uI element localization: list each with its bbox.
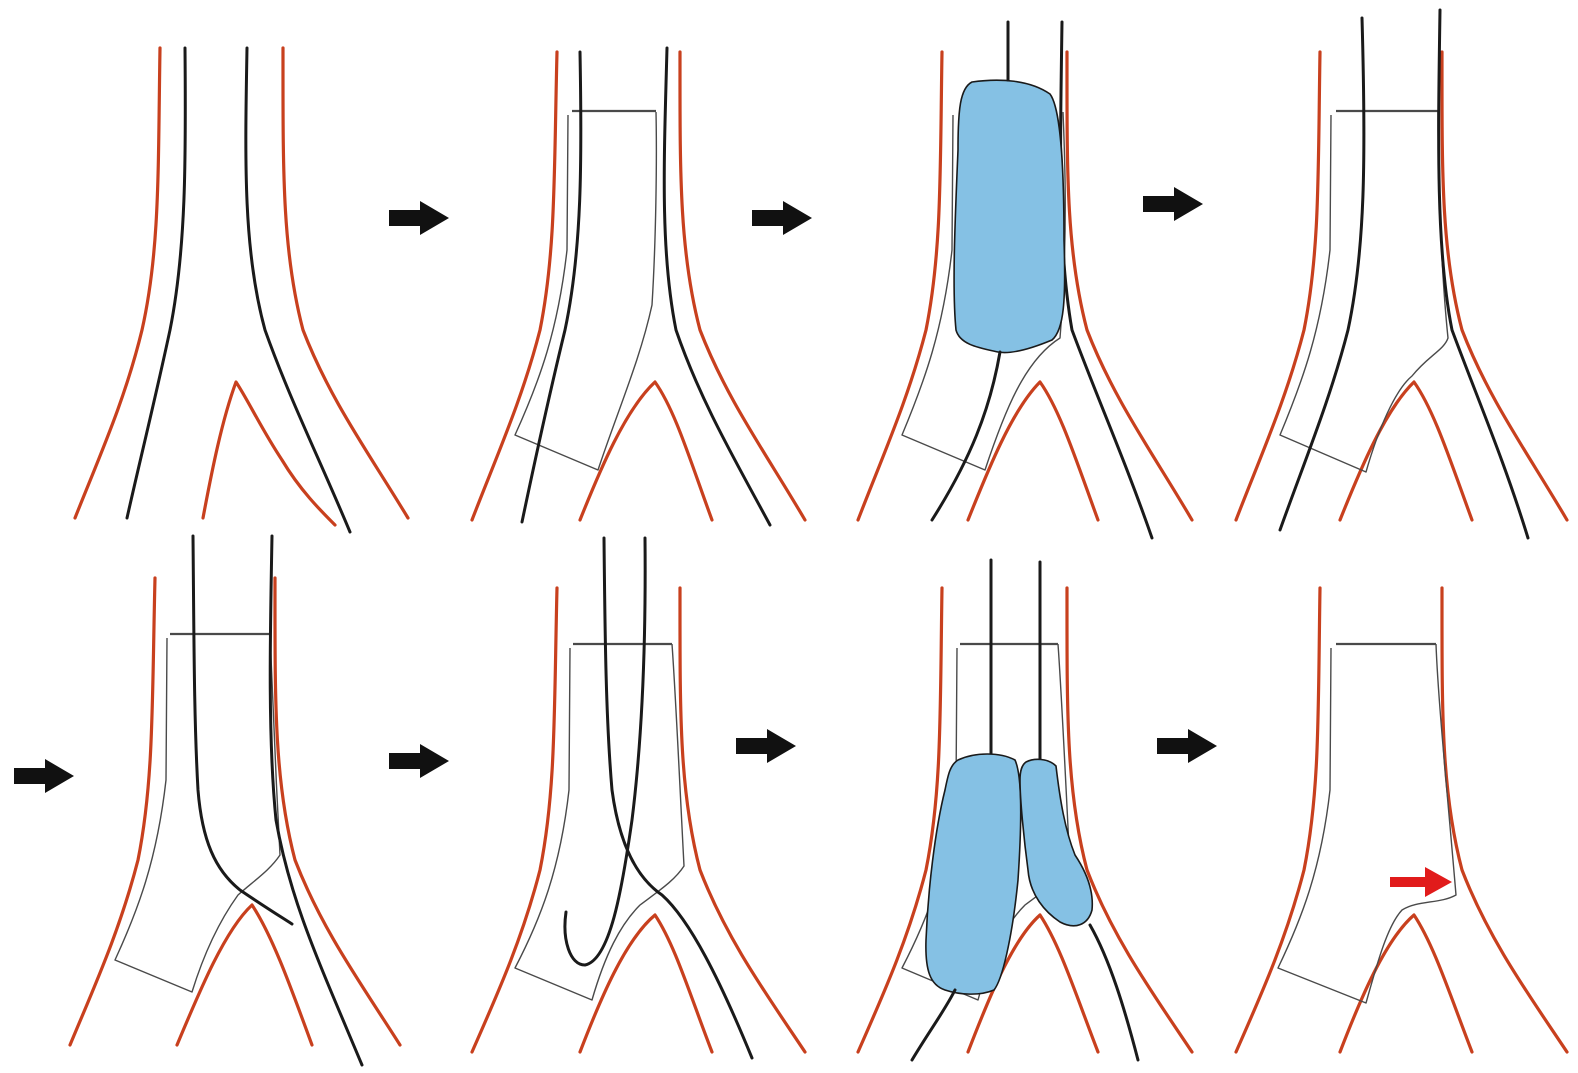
stent-body bbox=[515, 644, 684, 1000]
guidewire-main bbox=[604, 538, 752, 1058]
vessel-left-wall bbox=[1236, 588, 1320, 1052]
vessel-right-wall bbox=[1442, 52, 1567, 520]
panel-8 bbox=[1236, 588, 1567, 1052]
guidewire-side bbox=[1061, 22, 1152, 538]
vessel-left-wall bbox=[858, 52, 942, 520]
vessel-left-wall bbox=[858, 588, 942, 1052]
guidewire-side bbox=[1090, 925, 1138, 1060]
panel-7 bbox=[858, 560, 1192, 1060]
vessel-left-wall bbox=[75, 48, 160, 518]
stent-body bbox=[115, 634, 280, 992]
panel-4 bbox=[1236, 10, 1567, 538]
guidewire-main bbox=[932, 352, 1000, 520]
vessel-right-wall bbox=[1067, 52, 1192, 520]
step-arrow-icon bbox=[1157, 729, 1217, 763]
stent-body bbox=[1278, 644, 1456, 1003]
highlight-arrow-icon bbox=[1390, 867, 1452, 897]
guidewire-main bbox=[912, 990, 955, 1060]
panel-6 bbox=[472, 538, 805, 1058]
step-arrow-icon bbox=[14, 759, 74, 793]
panel-3 bbox=[858, 22, 1192, 538]
vessel-carina bbox=[580, 382, 712, 520]
step-arrow-icon bbox=[1143, 187, 1203, 221]
vessel-left-wall bbox=[1236, 52, 1320, 520]
vessel-right-wall bbox=[1067, 588, 1192, 1052]
balloon-main bbox=[926, 754, 1021, 994]
step-arrow-icon bbox=[752, 201, 812, 235]
step-arrow-icon bbox=[736, 729, 796, 763]
vessel-right-wall bbox=[1442, 588, 1567, 1052]
vessel-left-wall bbox=[472, 52, 557, 520]
vessel-right-wall bbox=[680, 52, 805, 520]
stent-body bbox=[515, 112, 656, 470]
vessel-left-wall bbox=[70, 578, 155, 1045]
panel-5 bbox=[70, 536, 400, 1065]
step-arrow-icon bbox=[389, 744, 449, 778]
vessel-carina bbox=[1340, 915, 1472, 1052]
guidewire-side bbox=[246, 48, 350, 532]
vessel-left-wall bbox=[472, 588, 557, 1052]
vessel-right-wall bbox=[275, 578, 400, 1045]
vessel-right-wall bbox=[283, 48, 408, 518]
guidewire-main bbox=[522, 52, 581, 522]
vessel-right-wall bbox=[680, 588, 805, 1052]
vessel-carina bbox=[1340, 382, 1472, 520]
panel-1 bbox=[75, 48, 408, 532]
guidewire-main bbox=[127, 48, 185, 518]
panel-2 bbox=[472, 48, 805, 525]
balloon bbox=[954, 80, 1065, 352]
step-arrow-icon bbox=[389, 201, 449, 235]
